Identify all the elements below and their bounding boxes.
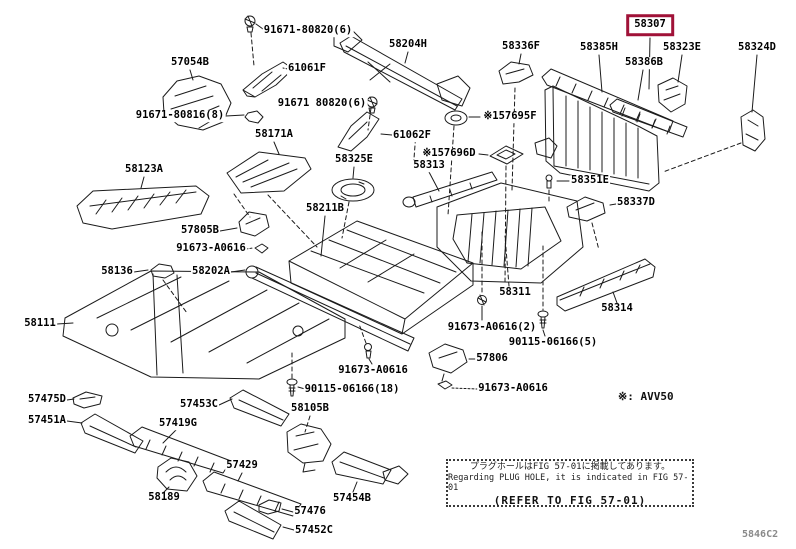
part-drawing-61061f <box>242 61 294 98</box>
part-drawing-58314 <box>556 258 656 312</box>
part-drawing-58123a <box>76 185 210 230</box>
stud-icon-58351e <box>545 174 553 189</box>
part-drawing-58111 <box>62 270 346 380</box>
part-drawing-57454b <box>331 451 409 485</box>
part-label-58171a[interactable]: 58171A <box>254 128 294 141</box>
part-label-58202a[interactable]: 58202A <box>191 265 231 278</box>
part-label-57429[interactable]: 57429 <box>225 459 259 472</box>
part-label-91673-a0616-a[interactable]: 91673-A0616 <box>175 242 247 255</box>
part-drawing-57476 <box>258 499 282 515</box>
part-label-58311[interactable]: 58311 <box>498 286 532 299</box>
part-drawing-57806 <box>428 343 468 374</box>
part-drawing-58337d <box>566 196 606 222</box>
clip-icon-91673-a <box>254 243 269 254</box>
part-drawing-157696d <box>489 145 524 165</box>
part-drawing-58385h <box>541 68 674 133</box>
part-label-58323e[interactable]: 58323E <box>662 41 702 54</box>
part-label-58386b[interactable]: 58386B <box>624 56 664 69</box>
note-line-en: Regarding PLUG HOLE, it is indicated in … <box>448 473 689 493</box>
part-drawing-58171a <box>226 151 312 194</box>
part-drawing-57453c <box>229 389 290 427</box>
part-drawing-57475d <box>72 391 103 409</box>
part-label-58351e[interactable]: 58351E <box>570 174 610 187</box>
part-label-58325e[interactable]: 58325E <box>334 153 374 166</box>
part-drawing-57419g <box>129 426 232 474</box>
part-drawing-57452c <box>224 500 282 540</box>
part-label-58336f[interactable]: 58336F <box>501 40 541 53</box>
part-drawing-58323e <box>657 77 688 113</box>
part-drawing-61062f <box>337 111 380 152</box>
bolt-icon-mid <box>366 96 378 114</box>
figure-code: 5846C2 <box>742 529 779 540</box>
part-label-57453c[interactable]: 57453C <box>179 398 219 411</box>
part-label-61062f[interactable]: 61062F <box>392 129 432 142</box>
note-box: プラグホールはFIG 57-01に掲載してあります。 Regarding PLU… <box>446 459 694 507</box>
part-label-58307[interactable]: 58307 <box>626 14 674 36</box>
part-label-58136[interactable]: 58136 <box>100 265 134 278</box>
part-drawing-58386b <box>609 98 688 138</box>
note-line-refer: (REFER TO FIG 57-01) <box>493 494 647 507</box>
part-drawing-57054b <box>162 75 232 131</box>
part-label-91671-80820-6-top[interactable]: 91671-80820(6) <box>262 24 354 37</box>
part-drawing-58189 <box>156 457 198 492</box>
part-label-57054b[interactable]: 57054B <box>170 56 210 69</box>
part-label-90115-06166-5[interactable]: 90115-06166(5) <box>507 336 599 349</box>
part-label-58111[interactable]: 58111 <box>23 317 57 330</box>
part-drawing-58211b <box>288 220 474 335</box>
leader-lines <box>56 23 758 531</box>
part-drawing-57429 <box>202 471 302 517</box>
part-label-57452c[interactable]: 57452C <box>294 524 334 537</box>
part-label-57805b[interactable]: 57805B <box>180 224 220 237</box>
dashed-lines <box>162 32 742 433</box>
note-line-jp: プラグホールはFIG 57-01に掲載してあります。 <box>469 462 671 472</box>
bolt-icon-top <box>244 15 256 33</box>
model-footnote: ※: AVV50 <box>618 390 674 403</box>
part-label-90115-06166-18[interactable]: 90115-06166(18) <box>303 383 401 396</box>
screw-icon-90115-18 <box>286 378 298 397</box>
part-drawing-58105b <box>286 423 332 473</box>
part-label-58314[interactable]: 58314 <box>600 302 634 315</box>
part-label-58123a[interactable]: 58123A <box>124 163 164 176</box>
part-label-58385h[interactable]: 58385H <box>579 41 619 54</box>
part-label-91673-a0616-b[interactable]: 91673-A0616 <box>337 364 409 377</box>
part-drawing-58325e <box>331 178 375 202</box>
part-label-157695f[interactable]: ※157695F <box>482 110 538 123</box>
part-label-57419g[interactable]: 57419G <box>158 417 198 430</box>
part-label-57451a[interactable]: 57451A <box>27 414 67 427</box>
part-label-91673-a0616-2[interactable]: 91673-A0616(2) <box>446 321 538 334</box>
screw-icon-90115-5 <box>537 310 549 337</box>
part-label-57476[interactable]: 57476 <box>293 505 327 518</box>
part-label-58189[interactable]: 58189 <box>147 491 181 504</box>
part-label-58313[interactable]: 58313 <box>412 159 446 172</box>
part-label-58337d[interactable]: 58337D <box>616 196 656 209</box>
part-label-157696d[interactable]: ※157696D <box>421 147 477 160</box>
part-drawing-58311 <box>436 137 584 284</box>
part-label-57475d[interactable]: 57475D <box>27 393 67 406</box>
stud-icon-91673-b <box>364 343 373 365</box>
part-label-58105b[interactable]: 58105B <box>290 402 330 415</box>
part-label-57806[interactable]: 57806 <box>475 352 509 365</box>
part-drawing-57805b <box>238 211 270 237</box>
part-label-58211b[interactable]: 58211B <box>305 202 345 215</box>
part-drawing-58204h <box>333 29 471 111</box>
part-label-91673-a0616-c[interactable]: 91673-A0616 <box>477 382 549 395</box>
part-label-58324d[interactable]: 58324D <box>737 41 777 54</box>
clip-icon-91673-c <box>437 373 453 390</box>
part-drawing-58313 <box>402 171 498 208</box>
part-label-91671-80820-6-mid[interactable]: 91671 80820(6) <box>276 97 368 110</box>
part-drawing-58336f <box>498 61 534 85</box>
part-label-61061f[interactable]: 61061F <box>287 62 327 75</box>
part-label-57454b[interactable]: 57454B <box>332 492 372 505</box>
part-drawing-157695f <box>444 110 468 126</box>
part-label-58204h[interactable]: 58204H <box>388 38 428 51</box>
part-drawing-58324d <box>740 109 766 152</box>
clip-icon-80816 <box>244 110 264 124</box>
bolt-icon-91673-2 <box>477 294 487 321</box>
part-label-91671-80816-8[interactable]: 91671-80816(8) <box>134 109 226 122</box>
